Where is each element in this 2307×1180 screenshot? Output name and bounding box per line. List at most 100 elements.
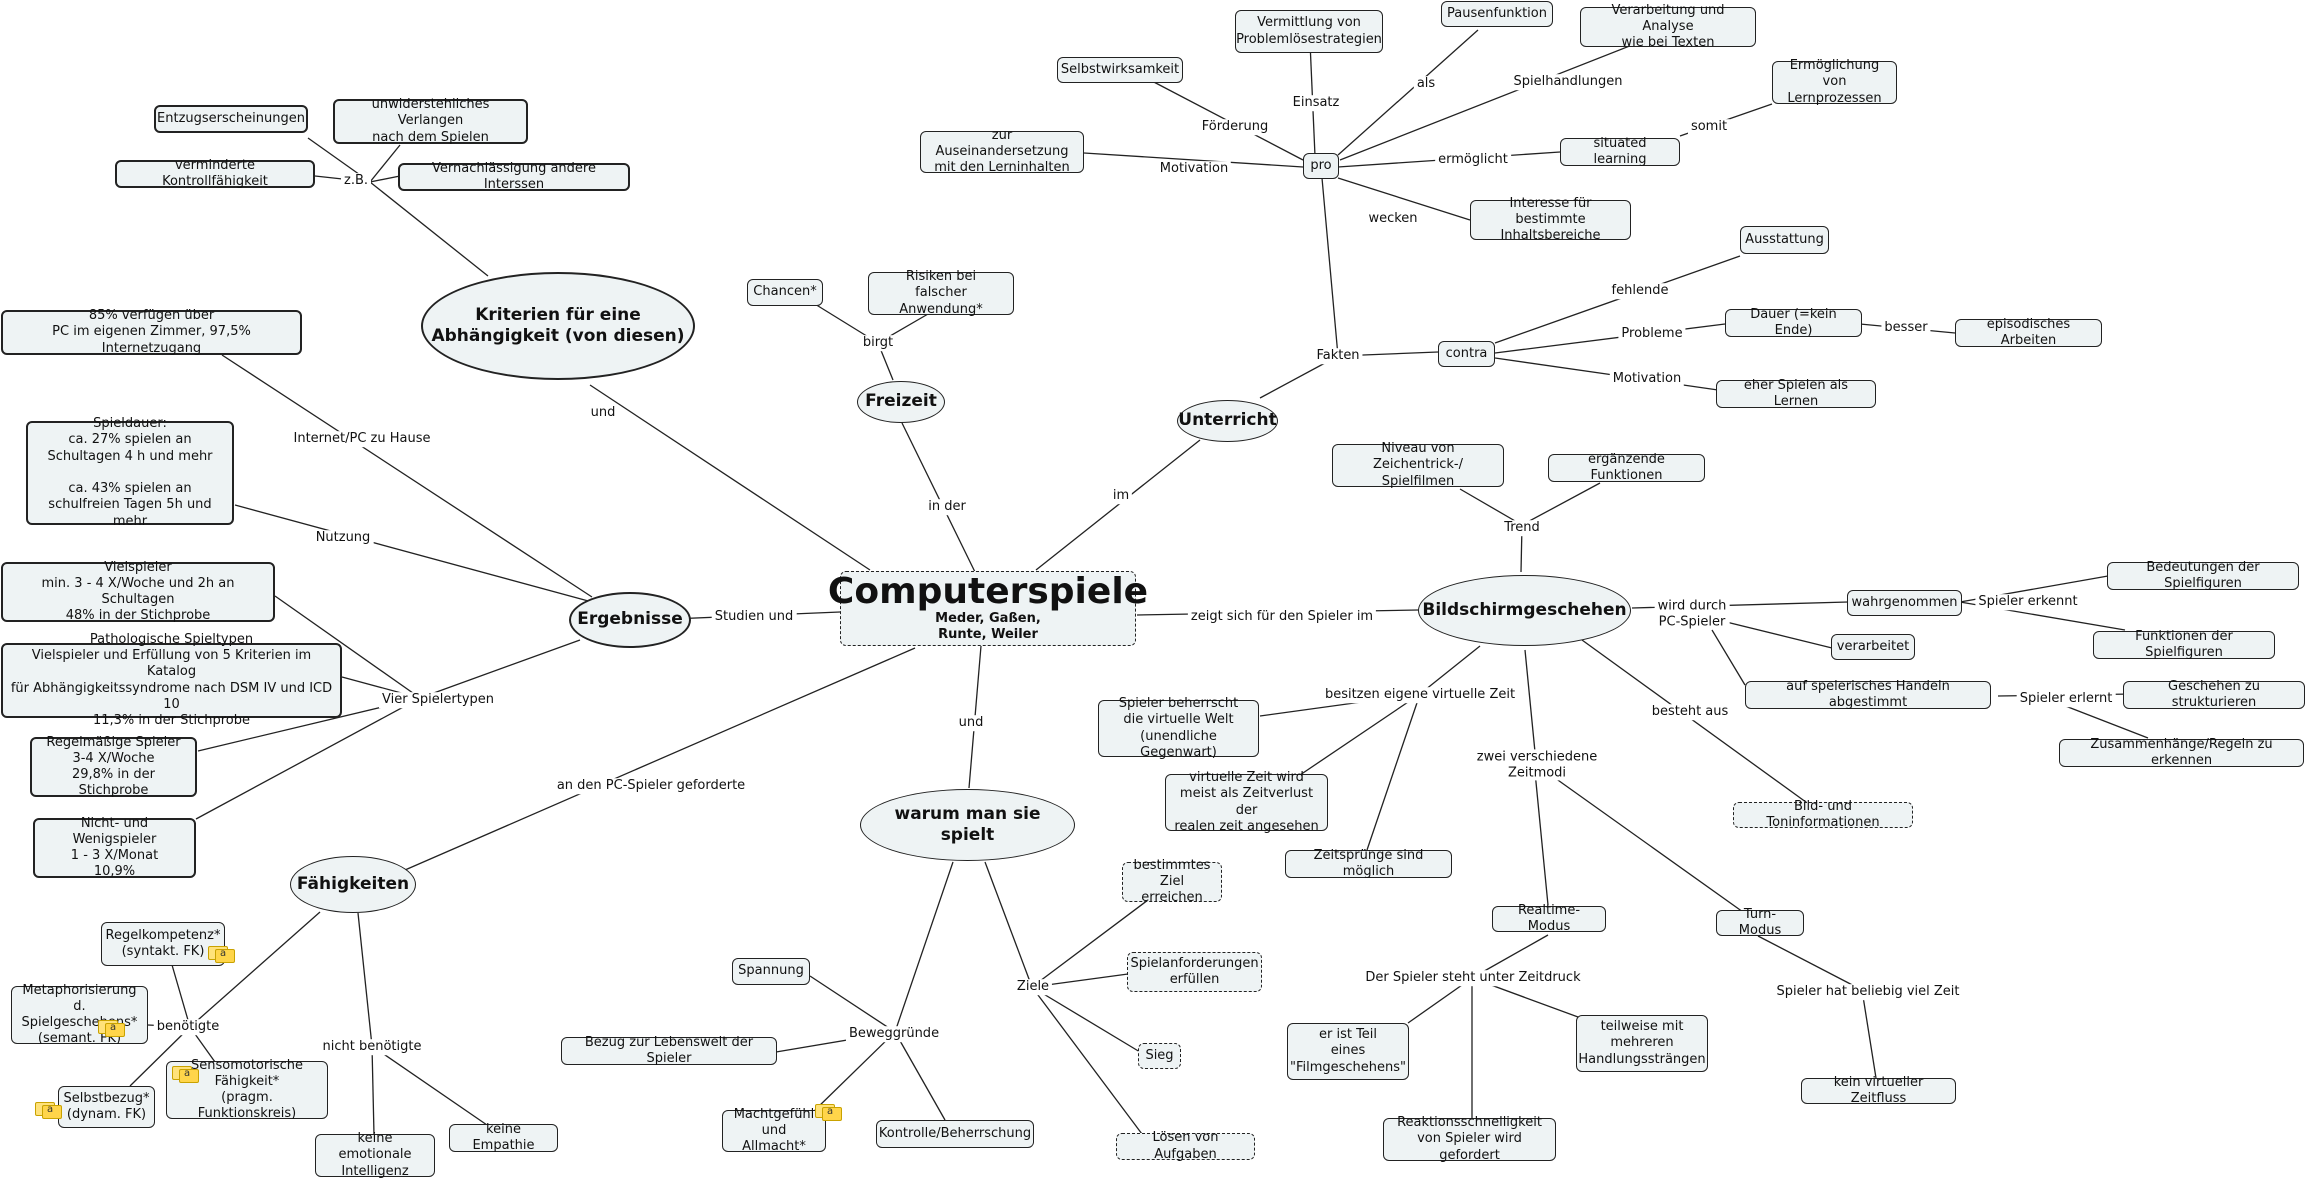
node-pro[interactable]: pro (1303, 153, 1339, 179)
attachment-icon[interactable] (98, 1020, 126, 1037)
node-ausstattung[interactable]: Ausstattung (1740, 226, 1829, 254)
node-faehigkeiten[interactable]: Fähigkeiten (290, 856, 416, 913)
node-spieldauer[interactable]: Spieldauer: ca. 27% spielen an Schultage… (26, 416, 234, 529)
node-pathologisch[interactable]: Pathologische Spieltypen Vielspieler und… (1, 632, 342, 728)
attachment-icon[interactable] (172, 1066, 200, 1083)
node-kriterien[interactable]: Kriterien für eine Abhängigkeit (von die… (421, 272, 695, 380)
node-loesen[interactable]: Lösen von Aufgaben (1116, 1130, 1255, 1162)
node-spelerisches-handeln[interactable]: auf spelerisches Handeln abgestimmt (1745, 679, 1991, 710)
node-zeitspruenge[interactable]: Zeitsprünge sind möglich (1285, 848, 1452, 879)
node-kein-zeitfluss[interactable]: kein virtueller Zeitfluss (1801, 1075, 1956, 1106)
edge-label-spieler-erlernt: Spieler erlernt (2016, 691, 2116, 707)
node-spieler-beherrscht[interactable]: Spieler beherrscht die virtuelle Welt (u… (1098, 696, 1259, 760)
edge-label-vier-spielertypen: Vier Spielertypen (378, 692, 498, 708)
node-freizeit[interactable]: Freizeit (857, 381, 945, 423)
node-virtuelle-zeit[interactable]: virtuelle Zeit wird meist als Zeitverlus… (1165, 770, 1328, 834)
node-handlungsstraenge[interactable]: teilweise mit mehreren Handlungssträngen (1576, 1015, 1708, 1072)
node-realtime-modus[interactable]: Realtime-Modus (1492, 903, 1606, 934)
edge-label-besser: besser (1881, 320, 1931, 336)
edge-label-wird-durch: wird durch PC-Spieler (1654, 598, 1730, 630)
node-wahrgenommen[interactable]: wahrgenommen (1847, 590, 1962, 616)
edge-label-foerderung: Förderung (1198, 119, 1272, 135)
node-regelkompetenz[interactable]: Regelkompetenz* (syntakt. FK) (101, 922, 225, 966)
node-episodisch[interactable]: episodisches Arbeiten (1955, 317, 2102, 348)
node-lebenswelt[interactable]: Bezug zur Lebenswelt der Spieler (561, 1035, 777, 1066)
edge-label-zeigt-sich: zeigt sich für den Spieler im (1187, 609, 1377, 625)
node-verlangen[interactable]: unwiderstehliches Verlangen nach dem Spi… (333, 97, 528, 145)
node-bild-ton[interactable]: Bild- und Toninformationen (1733, 799, 1913, 830)
node-selbstwirksamkeit[interactable]: Selbstwirksamkeit (1057, 57, 1183, 83)
node-niveau[interactable]: Niveau von Zeichentrick-/ Spielfilmen (1332, 441, 1504, 489)
edge-label-nicht-benoetigte: nicht benötigte (319, 1039, 425, 1055)
edge-label-birgt: birgt (859, 335, 897, 351)
node-chancen[interactable]: Chancen* (747, 279, 823, 306)
edge-label-internet: Internet/PC zu Hause (290, 431, 434, 447)
node-dauer[interactable]: Dauer (=kein Ende) (1725, 307, 1862, 338)
edge-label-als: als (1413, 76, 1439, 92)
attachment-icon[interactable] (815, 1104, 843, 1121)
edge-label-zeitdruck: Der Spieler steht unter Zeitdruck (1362, 970, 1584, 986)
node-situated-learning[interactable]: situated learning (1560, 136, 1680, 167)
attachment-icon[interactable] (35, 1102, 63, 1119)
node-keine-emotionale-intelligenz[interactable]: keine emotionale Intelligenz (315, 1131, 435, 1179)
edge-label-beliebig-viel-zeit: Spieler hat beliebig viel Zeit (1773, 984, 1963, 1000)
edge-label-benoetigte: benötigte (153, 1019, 223, 1035)
node-vernachlaessigung[interactable]: Vernachlässigung andere Interssen (398, 161, 630, 192)
node-nichtspieler[interactable]: Nicht- und Wenigspieler 1 - 3 X/Monat 10… (33, 816, 196, 879)
edge-label-virtuelle-zeit: besitzen eigene virtuelle Zeit (1321, 687, 1519, 703)
edge-label-beweggruende: Beweggründe (845, 1026, 943, 1042)
edge-label-motivation: Motivation (1156, 161, 1232, 177)
node-ergebnisse[interactable]: Ergebnisse (569, 592, 691, 648)
edge-label-probleme: Probleme (1618, 326, 1686, 342)
node-kontrolle-beherrschung[interactable]: Kontrolle/Beherrschung (876, 1120, 1034, 1148)
node-bildschirmgeschehen[interactable]: Bildschirmgeschehen (1418, 575, 1631, 646)
node-ergaenzende-funktionen[interactable]: ergänzende Funktionen (1548, 452, 1705, 483)
center-subtitle: Meder, Gaßen, Runte, Weiler (935, 611, 1041, 643)
node-pausenfunktion[interactable]: Pausenfunktion (1441, 1, 1553, 27)
node-eher-spielen[interactable]: eher Spielen als Lernen (1716, 378, 1876, 409)
node-kontrolle[interactable]: verminderte Kontrollfähigkeit (115, 158, 315, 189)
node-sieg[interactable]: Sieg (1138, 1043, 1181, 1069)
attachment-icon[interactable] (208, 946, 236, 963)
center-node-computerspiele[interactable]: Computerspiele Meder, Gaßen, Runte, Weil… (828, 571, 1148, 646)
node-spielanforderungen[interactable]: Spielanforderungen erfüllen (1127, 952, 1262, 992)
node-vielspieler[interactable]: Vielspieler min. 3 - 4 X/Woche und 2h an… (1, 560, 275, 623)
center-title: Computerspiele (827, 571, 1149, 613)
node-verarbeitung[interactable]: Verarbeitung und Analyse wie bei Texten (1580, 3, 1756, 50)
node-filmgeschehen[interactable]: er ist Teil eines "Filmgeschehens" (1287, 1023, 1409, 1080)
node-metaphorisierung[interactable]: Metaphorisierung d. Spielgeschehens* (se… (11, 983, 148, 1046)
node-risiken[interactable]: Risiken bei falscher Anwendung* (868, 269, 1014, 317)
node-warum[interactable]: warum man sie spielt (860, 789, 1075, 861)
edge-label-zeitmodi: zwei verschiedene Zeitmodi (1473, 749, 1601, 781)
node-keine-empathie[interactable]: keine Empathie (449, 1122, 558, 1153)
node-ziel-erreichen[interactable]: bestimmtes Ziel erreichen (1122, 858, 1222, 905)
node-spannung[interactable]: Spannung (732, 958, 810, 985)
node-strukturieren[interactable]: Geschehen zu strukturieren (2123, 679, 2305, 710)
node-contra[interactable]: contra (1438, 341, 1495, 367)
edge-label-somit: somit (1687, 119, 1731, 135)
node-unterricht[interactable]: Unterricht (1177, 400, 1278, 442)
edge-label-spieler-erkennt: Spieler erkennt (1975, 594, 2081, 610)
edge-label-und: und (587, 405, 619, 421)
node-selbstbezug[interactable]: Selbstbezug* (dynam. FK) (58, 1086, 155, 1128)
node-interesse[interactable]: Interesse für bestimmte Inhaltsbereiche (1470, 196, 1631, 243)
node-regelmaessig[interactable]: Regelmäßige Spieler 3-4 X/Woche 29,8% in… (30, 735, 197, 798)
node-bedeutungen[interactable]: Bedeutungen der Spielfiguren (2107, 560, 2299, 591)
edge-label-motivation-contra: Motivation (1609, 371, 1685, 387)
node-zusammenhaenge[interactable]: Zusammenhänge/Regeln zu erkennen (2059, 737, 2304, 768)
node-verarbeitet[interactable]: verarbeitet (1831, 634, 1915, 660)
node-ermoeglichung[interactable]: Ermöglichung von Lernprozessen (1772, 58, 1897, 106)
edge-label-studien: Studien und (711, 609, 797, 625)
node-auseinandersetzung[interactable]: zur Auseinandersetzung mit den Lerninhal… (920, 128, 1084, 175)
node-vermittlung[interactable]: Vermittlung von Problemlösestrategien (1235, 10, 1383, 53)
edge-label-im: im (1109, 488, 1133, 504)
node-pc-zimmer[interactable]: 85% verfügen über PC im eigenen Zimmer, … (1, 308, 302, 356)
node-funktionen[interactable]: Funktionen der Spielfiguren (2093, 629, 2275, 660)
edge-label-einsatz: Einsatz (1289, 95, 1343, 111)
node-entzug[interactable]: Entzugserscheinungen (154, 105, 308, 133)
node-machtgefuehl[interactable]: Machtgefühl und Allmacht* (722, 1107, 826, 1154)
node-turn-modus[interactable]: Turn-Modus (1716, 907, 1804, 938)
edge-label-fehlende: fehlende (1608, 283, 1672, 299)
node-reaktionsschnelligkeit[interactable]: Reaktionsschnelligkeit von Spieler wird … (1383, 1115, 1556, 1163)
edge-label-in-der: in der (925, 499, 969, 515)
